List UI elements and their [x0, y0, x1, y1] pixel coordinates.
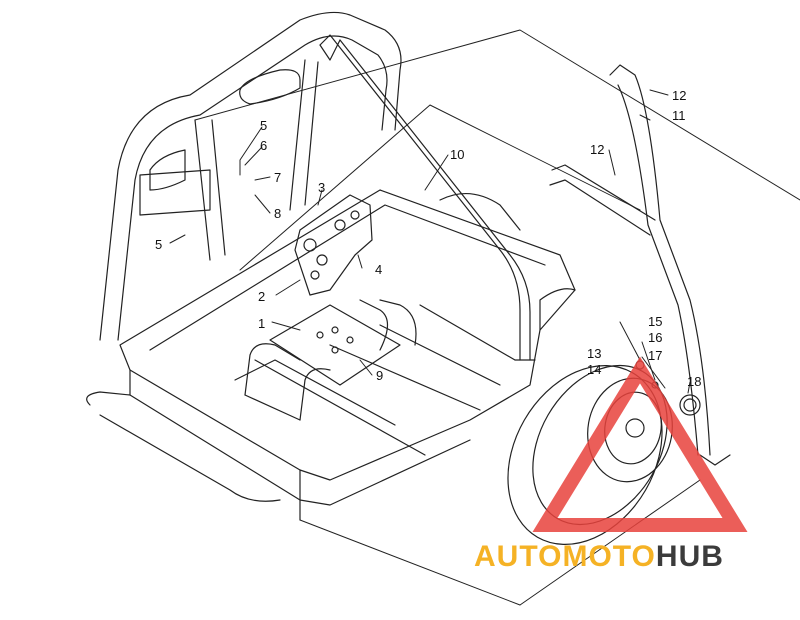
callout-labels: 1 2 3 4 5 5 6 7 8 9 10 11 12 12 13 14 15…	[155, 88, 701, 389]
callout-17: 17	[648, 348, 662, 363]
explode-frame-lines	[194, 29, 800, 606]
callout-3: 3	[318, 180, 325, 195]
watermark-part2: HUB	[655, 540, 724, 573]
callout-1: 1	[258, 316, 265, 331]
callout-5-bottom: 5	[155, 237, 162, 252]
roll-cage	[99, 11, 402, 341]
seat-bracket	[294, 194, 373, 296]
callout-18: 18	[687, 374, 701, 389]
watermark-logo	[532, 356, 748, 532]
callout-7: 7	[274, 170, 281, 185]
spare-tire-mount-base	[244, 299, 417, 421]
callout-4: 4	[375, 262, 382, 277]
callout-15: 15	[648, 314, 662, 329]
exploded-support-tube	[549, 64, 731, 466]
leader-lines	[169, 89, 691, 394]
callout-8: 8	[274, 206, 281, 221]
watermark-part1: AUTOMOTO	[474, 540, 656, 573]
callout-6: 6	[260, 138, 267, 153]
callout-16: 16	[648, 330, 662, 345]
support-tube	[319, 34, 536, 361]
callout-11: 11	[672, 108, 686, 123]
cargo-bed	[86, 189, 576, 521]
callout-14: 14	[587, 362, 601, 377]
callout-12-top: 12	[672, 88, 686, 103]
callout-2: 2	[258, 289, 265, 304]
watermark-text: AUTOMOTOHUB	[474, 540, 724, 574]
callout-5-top: 5	[260, 118, 267, 133]
callout-9: 9	[376, 368, 383, 383]
callout-12-mid: 12	[590, 142, 604, 157]
callout-10: 10	[450, 147, 464, 162]
callout-13: 13	[587, 346, 601, 361]
